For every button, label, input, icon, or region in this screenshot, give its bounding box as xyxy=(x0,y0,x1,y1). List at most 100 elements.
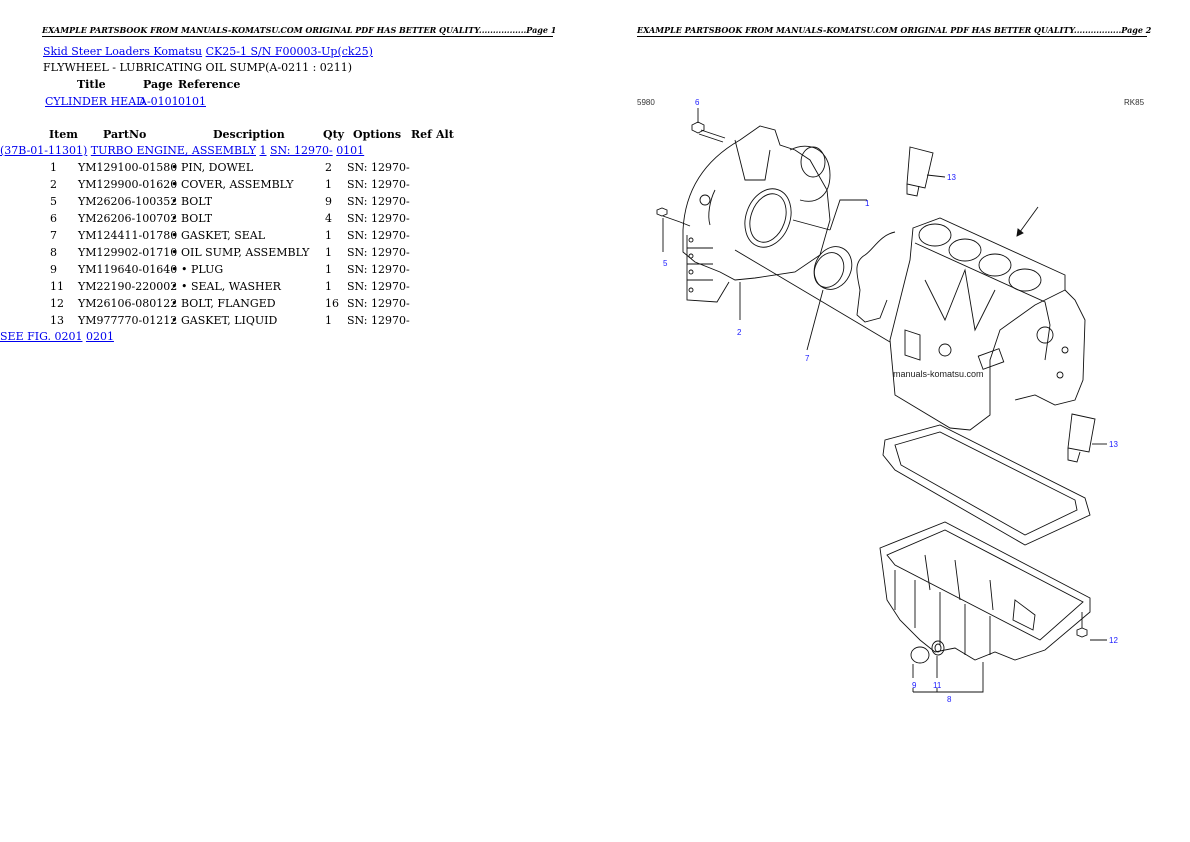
table-row: 9 YM119640-01640 • • PLUG 1 SN: 12970- xyxy=(0,263,595,276)
part-description: • • PLUG xyxy=(171,263,224,276)
item-number: 9 xyxy=(50,263,57,276)
callout-8[interactable]: 8 xyxy=(947,695,952,704)
part-qty: 1 xyxy=(325,229,332,242)
item-number: 5 xyxy=(50,195,57,208)
item-number: 1 xyxy=(50,161,57,174)
part-qty: 1 xyxy=(325,280,332,293)
parts-table-header: Item PartNo Description Qty Options Ref … xyxy=(0,128,595,141)
diagram-page: EXAMPLE PARTSBOOK FROM MANUALS-KOMATSU.C… xyxy=(595,0,1190,842)
part-description: • OIL SUMP, ASSEMBLY xyxy=(171,246,310,259)
breadcrumb-link-model[interactable]: CK25-1 S/N F00003-Up(ck25) xyxy=(205,45,373,58)
callout-13-bottom[interactable]: 13 xyxy=(1109,440,1118,449)
part-description: • COVER, ASSEMBLY xyxy=(171,178,294,191)
table-row: 7 YM124411-01780 • GASKET, SEAL 1 SN: 12… xyxy=(0,229,595,242)
breadcrumb-link-category[interactable]: Skid Steer Loaders Komatsu xyxy=(43,45,203,58)
part-qty: 2 xyxy=(325,161,332,174)
ref-header-reference: Reference xyxy=(178,78,241,91)
table-row: 12 YM26106-080122 • BOLT, FLANGED 16 SN:… xyxy=(0,297,595,310)
col-ref: Ref xyxy=(411,128,432,141)
part-qty: 16 xyxy=(325,297,339,310)
diagram-code-right: RK85 xyxy=(1124,98,1145,107)
item-number: 12 xyxy=(50,297,64,310)
part-number: YM26206-100352 xyxy=(78,195,178,208)
col-options: Options xyxy=(353,128,402,141)
part-number: YM26106-080122 xyxy=(78,297,178,310)
ref-link-reference[interactable]: 0101 xyxy=(178,95,206,108)
ref-link-title[interactable]: CYLINDER HEAD xyxy=(45,95,145,108)
parent-partno-link[interactable]: (37B-01-11301) xyxy=(0,144,88,157)
parts-table-footer: SEE FIG. 0201 0201 xyxy=(0,330,595,343)
part-options: SN: 12970- xyxy=(347,212,410,225)
parent-description-link[interactable]: TURBO ENGINE, ASSEMBLY xyxy=(90,144,256,157)
part-number: YM26206-100702 xyxy=(78,212,178,225)
part-options: SN: 12970- xyxy=(347,263,410,276)
watermark-text: manuals-komatsu.com xyxy=(893,369,984,379)
col-qty: Qty xyxy=(323,128,345,141)
callout-1[interactable]: 1 xyxy=(865,199,870,208)
part-options: SN: 12970- xyxy=(347,161,410,174)
part-options: SN: 12970- xyxy=(347,280,410,293)
section-title: FLYWHEEL - LUBRICATING OIL SUMP(A-0211 :… xyxy=(43,61,353,74)
part-number: YM129900-01620 xyxy=(78,178,178,191)
parent-assembly-row: (37B-01-11301) TURBO ENGINE, ASSEMBLY 1 … xyxy=(0,144,595,157)
part-options: SN: 12970- xyxy=(347,297,410,310)
part-qty: 4 xyxy=(325,212,332,225)
part-number: YM977770-01212 xyxy=(78,314,178,327)
part-number: YM22190-220002 xyxy=(78,280,178,293)
part-options: SN: 12970- xyxy=(347,314,410,327)
part-options: SN: 12970- xyxy=(347,195,410,208)
see-figure-link[interactable]: SEE FIG. 0201 xyxy=(0,330,83,343)
callout-9[interactable]: 9 xyxy=(912,681,917,690)
part-description: • GASKET, LIQUID xyxy=(171,314,278,327)
col-description: Description xyxy=(213,128,285,141)
part-qty: 1 xyxy=(325,314,332,327)
callout-5[interactable]: 5 xyxy=(663,259,668,268)
figure-ref-link[interactable]: 0201 xyxy=(85,330,114,343)
callout-7[interactable]: 7 xyxy=(805,354,810,363)
breadcrumb: Skid Steer Loaders Komatsu CK25-1 S/N F0… xyxy=(43,45,373,58)
part-number: YM129902-01710 xyxy=(78,246,178,259)
parent-options-link[interactable]: SN: 12970- xyxy=(270,144,333,157)
callout-13-top[interactable]: 13 xyxy=(947,173,956,182)
part-options: SN: 12970- xyxy=(347,178,410,191)
table-row: 5 YM26206-100352 • BOLT 9 SN: 12970- xyxy=(0,195,595,208)
ref-link-page[interactable]: A-0101 xyxy=(139,95,179,108)
callout-11[interactable]: 11 xyxy=(933,681,942,690)
part-number: YM129100-01580 xyxy=(78,161,178,174)
part-description: • PIN, DOWEL xyxy=(171,161,254,174)
table-row: 6 YM26206-100702 • BOLT 4 SN: 12970- xyxy=(0,212,595,225)
item-number: 13 xyxy=(50,314,64,327)
ref-header-title: Title xyxy=(77,78,106,91)
col-partno: PartNo xyxy=(103,128,147,141)
parent-qty-link[interactable]: 1 xyxy=(259,144,267,157)
table-row: 1 YM129100-01580 • PIN, DOWEL 2 SN: 1297… xyxy=(0,161,595,174)
col-item: Item xyxy=(49,128,78,141)
callout-12[interactable]: 12 xyxy=(1109,636,1118,645)
part-description: • BOLT xyxy=(171,212,213,225)
item-number: 7 xyxy=(50,229,57,242)
item-number: 11 xyxy=(50,280,64,293)
parent-ref-link[interactable]: 0101 xyxy=(336,144,365,157)
diagram-code-left: 5980 xyxy=(637,98,655,107)
col-alt: Alt xyxy=(436,128,454,141)
part-qty: 1 xyxy=(325,246,332,259)
exploded-parts-diagram xyxy=(656,108,1107,693)
part-qty: 9 xyxy=(325,195,332,208)
table-row: 8 YM129902-01710 • OIL SUMP, ASSEMBLY 1 … xyxy=(0,246,595,259)
part-description: • GASKET, SEAL xyxy=(171,229,266,242)
table-row: 11 YM22190-220002 • • SEAL, WASHER 1 SN:… xyxy=(0,280,595,293)
part-options: SN: 12970- xyxy=(347,229,410,242)
item-number: 6 xyxy=(50,212,57,225)
part-options: SN: 12970- xyxy=(347,246,410,259)
page-header: EXAMPLE PARTSBOOK FROM MANUALS-KOMATSU.C… xyxy=(637,25,1152,37)
part-description: • BOLT xyxy=(171,195,213,208)
ref-header-page: Page xyxy=(143,78,173,91)
part-number: YM119640-01640 xyxy=(78,263,178,276)
callout-6[interactable]: 6 xyxy=(695,98,700,107)
table-row: 2 YM129900-01620 • COVER, ASSEMBLY 1 SN:… xyxy=(0,178,595,191)
part-number: YM124411-01780 xyxy=(78,229,178,242)
item-number: 2 xyxy=(50,178,57,191)
part-description: • • SEAL, WASHER xyxy=(171,280,281,293)
callout-2[interactable]: 2 xyxy=(737,328,742,337)
parts-list-page: EXAMPLE PARTSBOOK FROM MANUALS-KOMATSU.C… xyxy=(0,25,595,343)
